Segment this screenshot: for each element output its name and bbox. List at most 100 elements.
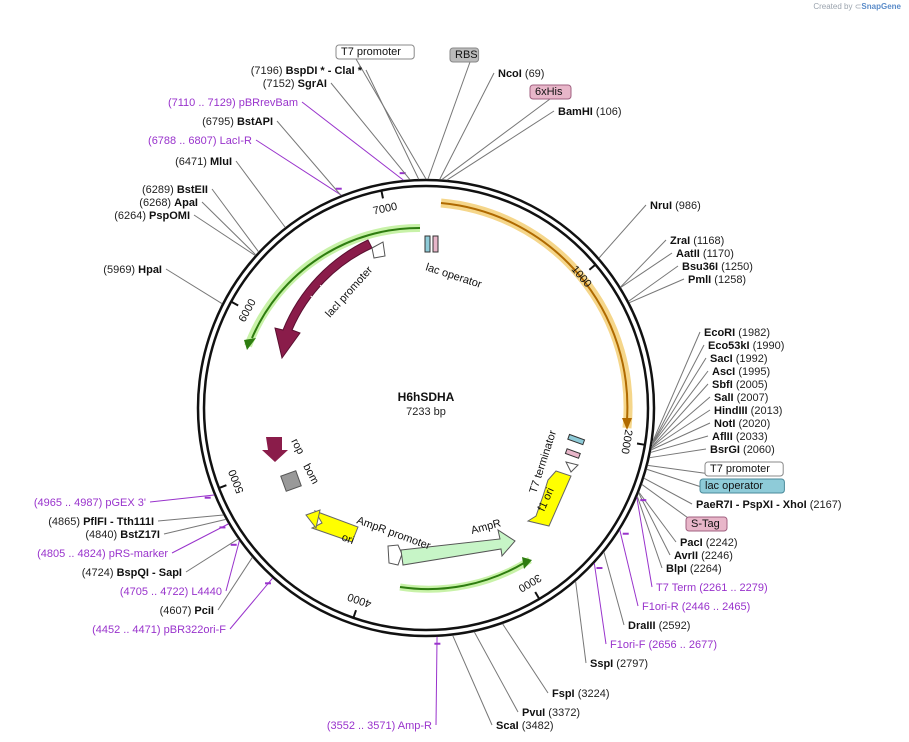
hpai-site[interactable]: (5969) HpaI [103, 264, 162, 276]
sali-site[interactable]: SalI (2007) [714, 392, 768, 404]
site-connector [163, 518, 227, 535]
site-connector [439, 72, 495, 180]
site-connector [649, 448, 707, 459]
ampr-green-arc[interactable] [399, 562, 525, 591]
noti-site[interactable]: NotI (2020) [714, 418, 770, 430]
rop-arrow[interactable] [262, 437, 288, 462]
s-tag-feature-box[interactable]: S-Tag [685, 516, 728, 532]
hindiii-site[interactable]: HindIII (2013) [714, 405, 782, 417]
rbs-feature-box[interactable]: RBS [449, 47, 480, 63]
eco53ki-site[interactable]: Eco53kI (1990) [708, 340, 784, 352]
saci-site[interactable]: SacI (1992) [710, 353, 768, 365]
f1ori-f-site[interactable]: F1ori-F (2656 .. 2677) [610, 639, 717, 651]
pspomi-site[interactable]: (6264) PspOMI [114, 210, 190, 222]
enzyme-name: BamHI [558, 106, 593, 118]
enzyme-name: AvrII [674, 550, 698, 562]
bamhi-site[interactable]: BamHI (106) [558, 106, 622, 118]
site-connector [651, 357, 707, 445]
bsteii-site[interactable]: (6289) BstEII [142, 184, 208, 196]
enzyme-position: (2246) [701, 550, 733, 562]
t7-term-primer-site[interactable]: T7 Term (2261 .. 2279) [656, 582, 768, 594]
enzyme-position: (2020) [738, 418, 770, 430]
ampr-promoter-arrow[interactable] [387, 544, 403, 566]
bsteii-enzyme-label: (6289) BstEII [142, 184, 208, 196]
t7-terminator-marker[interactable] [567, 433, 586, 446]
ruler-tick-mark [352, 609, 357, 619]
f1-ori-arrow[interactable] [526, 470, 572, 527]
bspqi-site[interactable]: (4724) BspQI - SapI [82, 567, 182, 579]
pgex3-site[interactable]: (4965 .. 4987) pGEX 3' [34, 497, 146, 509]
site-connector [598, 204, 647, 259]
enzyme-name: HpaI [138, 264, 162, 276]
enzyme-position: (2007) [737, 392, 769, 404]
draiii-site[interactable]: DraIII (2592) [628, 620, 690, 632]
sbfi-enzyme-label: SbfI (2005) [712, 379, 768, 391]
sbfi-site[interactable]: SbfI (2005) [712, 379, 768, 391]
asci-site[interactable]: AscI (1995) [712, 366, 770, 378]
aatii-site[interactable]: AatII (1170) [676, 248, 734, 260]
pbrrevbam-site[interactable]: (7110 .. 7129) pBRrevBam [168, 97, 298, 109]
primer-range: (3552 .. 3571) [327, 720, 396, 732]
enzyme-position: (6289) [142, 184, 174, 196]
f1ori-r-primer-label: F1ori-R (2446 .. 2465) [642, 601, 750, 613]
bsu36i-site[interactable]: Bsu36I (1250) [682, 261, 753, 273]
site-connector [201, 201, 257, 256]
pae-r7i-site[interactable]: PaeR7I - PspXI - XhoI (2167) [696, 499, 842, 511]
ecori-site[interactable]: EcoRI (1982) [704, 327, 770, 339]
zrai-site[interactable]: ZraI (1168) [670, 235, 724, 247]
t7-promoter-top-feature-box[interactable]: T7 promoter [335, 44, 415, 60]
pmli-site[interactable]: PmlI (1258) [688, 274, 746, 286]
laci-r-site[interactable]: (6788 .. 6807) LacI-R [148, 135, 252, 147]
laci-promoter-arrow[interactable] [371, 241, 386, 259]
ncoi-site[interactable]: NcoI (69) [498, 68, 544, 80]
pvui-site[interactable]: PvuI (3372) [522, 707, 580, 719]
hpai-enzyme-label: (5969) HpaI [103, 264, 162, 276]
bsrgi-site[interactable]: BsrGI (2060) [710, 444, 775, 456]
pbr322ori-f-site[interactable]: (4452 .. 4471) pBR322ori-F [92, 624, 226, 636]
enzyme-name: PspOMI [149, 210, 190, 222]
enzyme-name: HindIII [714, 405, 748, 417]
bspdi-site[interactable]: (7196) BspDI * - ClaI * [251, 65, 363, 77]
laci-green-arc[interactable] [251, 226, 421, 339]
afliii-site[interactable]: AflII (2033) [712, 431, 768, 443]
t7-terminator-arrow[interactable] [565, 461, 579, 473]
ruler-tick-mark [636, 442, 646, 446]
insert-cds-arc[interactable] [440, 202, 629, 421]
prs-marker-site[interactable]: (4805 .. 4824) pRS-marker [37, 548, 168, 560]
nrui-site[interactable]: NruI (986) [650, 200, 701, 212]
lac-operator-right-feature-box[interactable]: lac operator [699, 478, 785, 494]
amp-r-primer-site[interactable]: (3552 .. 3571) Amp-R [327, 720, 432, 732]
ori-arrow[interactable] [310, 510, 359, 543]
enzyme-position: (4865) [48, 516, 80, 528]
bstapi-site[interactable]: (6795) BstAPI [202, 116, 273, 128]
sspi-site[interactable]: SspI (2797) [590, 658, 648, 670]
blpi-site[interactable]: BlpI (2264) [666, 563, 722, 575]
lac-operator-marker[interactable] [424, 235, 431, 253]
sgrai-site[interactable]: (7152) SgrAI [263, 78, 327, 90]
pcii-site[interactable]: (4607) PciI [160, 605, 214, 617]
laci-cds-arrow[interactable] [274, 239, 373, 360]
site-connector [619, 529, 639, 607]
s-tag-marker[interactable] [564, 448, 581, 459]
scai-site[interactable]: ScaI (3482) [496, 720, 554, 732]
site-connector [638, 492, 671, 556]
fspi-site[interactable]: FspI (3224) [552, 688, 609, 700]
enzyme-position: (1250) [721, 261, 753, 273]
site-connector [211, 188, 259, 253]
l4440-site[interactable]: (4705 .. 4722) L4440 [120, 586, 222, 598]
mlui-site[interactable]: (6471) MluI [175, 156, 232, 168]
6xhis-feature-box[interactable]: 6xHis [529, 84, 572, 100]
enzyme-position: (3224) [578, 688, 610, 700]
f1ori-r-site[interactable]: F1ori-R (2446 .. 2465) [642, 601, 750, 613]
apai-site[interactable]: (6268) ApaI [139, 197, 198, 209]
bstz17i-site[interactable]: (4840) BstZ17I [85, 529, 160, 541]
pflfi-site[interactable]: (4865) PflFI - Tth111I [48, 516, 154, 528]
enzyme-name: SacI [710, 353, 733, 365]
his-tag-marker[interactable] [432, 235, 439, 253]
t7-promoter-right-feature-box[interactable]: T7 promoter [704, 461, 784, 477]
ampr-cds-arrow[interactable] [400, 528, 516, 566]
bom-box[interactable] [280, 470, 302, 492]
ruler-tick-mark [588, 263, 597, 271]
avrii-site[interactable]: AvrII (2246) [674, 550, 733, 562]
paci-site[interactable]: PacI (2242) [680, 537, 738, 549]
